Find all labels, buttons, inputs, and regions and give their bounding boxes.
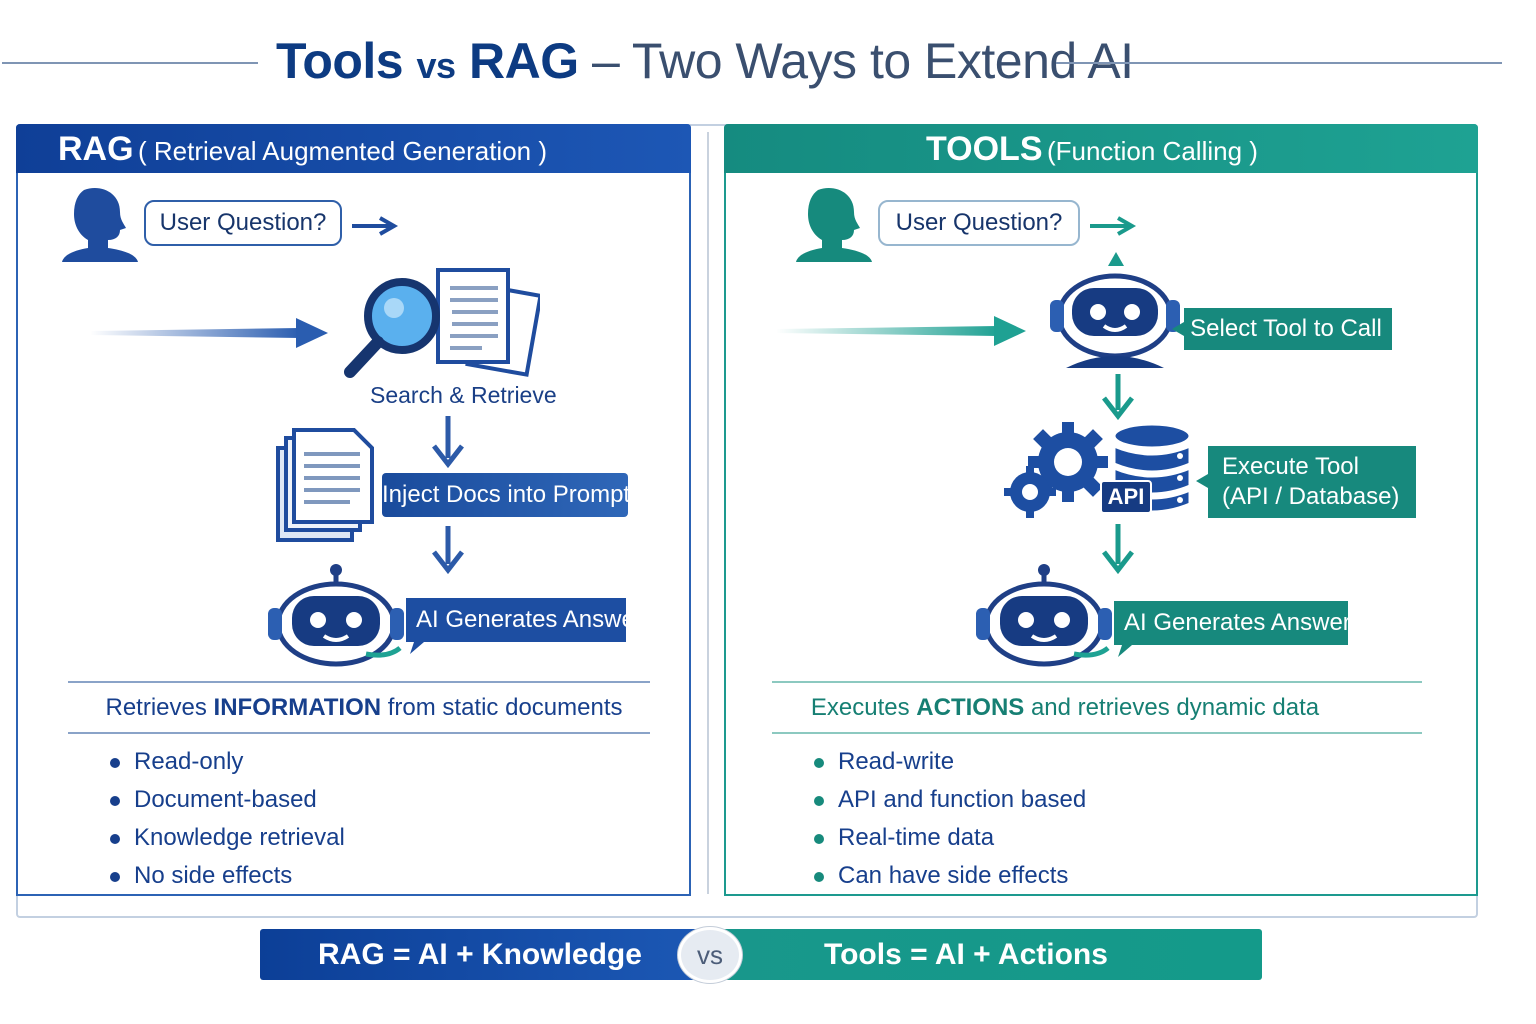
inject-docs-label: Inject Docs into Prompt <box>382 473 630 517</box>
rag-summary: Retrieves INFORMATION from static docume… <box>68 694 660 722</box>
center-divider <box>707 132 709 894</box>
title-tools: Tools <box>276 33 404 89</box>
tools-header-title: TOOLS <box>926 130 1043 168</box>
select-tool-label: Select Tool to Call <box>1190 315 1382 342</box>
user-icon <box>796 188 872 262</box>
tools-separator-bottom <box>772 732 1422 734</box>
tools-answer-callout <box>1114 601 1348 657</box>
robot-icon <box>1050 273 1180 368</box>
rag-answer-callout <box>406 598 626 654</box>
rag-separator-bottom <box>68 732 650 734</box>
api-badge: API <box>1100 480 1152 514</box>
rag-summary-suffix: from static documents <box>381 694 623 721</box>
execute-tool-line2: (API / Database) <box>1222 483 1400 510</box>
rag-user-question-bubble: User Question? <box>144 200 342 246</box>
tools-panel: TOOLS (Function Calling ) <box>724 124 1478 896</box>
rag-answer-label: AI Generates Answer <box>416 606 643 633</box>
list-item: API and function based <box>814 783 1086 821</box>
arrow-right-icon <box>1090 216 1137 236</box>
footer-tools: Tools = AI + Actions <box>710 929 1262 980</box>
list-item: No side effects <box>110 859 345 897</box>
tools-summary-prefix: Executes <box>810 694 917 721</box>
tools-summary-bold: ACTIONS <box>916 694 1025 721</box>
page-title: Tools vs RAG – Two Ways to Extend AI <box>276 28 1134 98</box>
footer-vs-badge: vs <box>678 927 742 983</box>
magnifier-documents-icon <box>344 268 540 378</box>
list-item: Knowledge retrieval <box>110 821 345 859</box>
list-item: Document-based <box>110 783 345 821</box>
robot-icon <box>976 564 1112 667</box>
search-retrieve-caption: Search & Retrieve <box>370 382 557 408</box>
robot-icon <box>268 564 404 667</box>
rag-summary-bold: INFORMATION <box>213 694 382 721</box>
tools-execute-callout <box>1196 446 1416 518</box>
title-rag: RAG <box>468 33 579 89</box>
arrow-up-icon <box>1108 252 1124 266</box>
footer-rag: RAG = AI + Knowledge <box>260 929 760 980</box>
rag-panel: RAG ( Retrieval Augmented Generation ) <box>16 124 691 896</box>
arrow-down-icon <box>432 526 464 575</box>
arrow-down-icon <box>432 416 464 469</box>
tools-select-callout <box>1172 308 1392 350</box>
rag-bullet-list: Read-only Document-based Knowledge retri… <box>110 745 345 897</box>
list-item: Can have side effects <box>814 859 1086 897</box>
list-item: Read-only <box>110 745 345 783</box>
arrow-right-icon <box>90 318 328 348</box>
tools-bullet-list: Read-write API and function based Real-t… <box>814 745 1086 897</box>
footer-rag-text: RAG = AI + Knowledge <box>318 938 642 971</box>
arrow-down-icon <box>1102 374 1134 421</box>
title-rule-right <box>1056 62 1502 64</box>
arrow-down-icon <box>1102 524 1134 575</box>
arrow-right-icon <box>352 216 399 236</box>
title-rest: Two Ways to Extend AI <box>631 33 1134 89</box>
tools-header: TOOLS (Function Calling ) <box>724 124 1478 173</box>
rag-header-title: RAG <box>58 130 134 168</box>
gear-icon <box>1004 422 1108 518</box>
footer-tools-text: Tools = AI + Actions <box>824 938 1108 971</box>
execute-tool-line1: Execute Tool <box>1222 453 1359 480</box>
rag-header: RAG ( Retrieval Augmented Generation ) <box>16 124 691 173</box>
list-item: Read-write <box>814 745 1086 783</box>
tools-answer-label: AI Generates Answer <box>1124 609 1351 636</box>
tools-summary: Executes ACTIONS and retrieves dynamic d… <box>772 694 1358 722</box>
title-vs: vs <box>416 45 457 86</box>
footer-banner: RAG = AI + Knowledge Tools = AI + Action… <box>260 927 1262 983</box>
title-rule-left <box>2 62 258 64</box>
title-bar: Tools vs RAG – Two Ways to Extend AI <box>0 28 1536 98</box>
tools-summary-suffix: and retrieves dynamic data <box>1024 694 1320 721</box>
tools-user-question-bubble: User Question? <box>878 200 1080 246</box>
execute-tool-label: Execute Tool (API / Database) <box>1222 452 1399 512</box>
database-icon <box>1112 422 1192 514</box>
arrow-right-icon <box>776 316 1026 346</box>
list-item: Real-time data <box>814 821 1086 859</box>
document-stack-icon <box>276 428 374 542</box>
tools-separator-top <box>772 681 1422 683</box>
rag-summary-prefix: Retrieves <box>105 694 214 721</box>
tools-header-subtitle: (Function Calling ) <box>1046 136 1258 166</box>
rag-header-subtitle: ( Retrieval Augmented Generation ) <box>138 136 548 166</box>
rag-separator-top <box>68 681 650 683</box>
user-icon <box>62 188 138 262</box>
title-dash: – <box>592 33 620 89</box>
